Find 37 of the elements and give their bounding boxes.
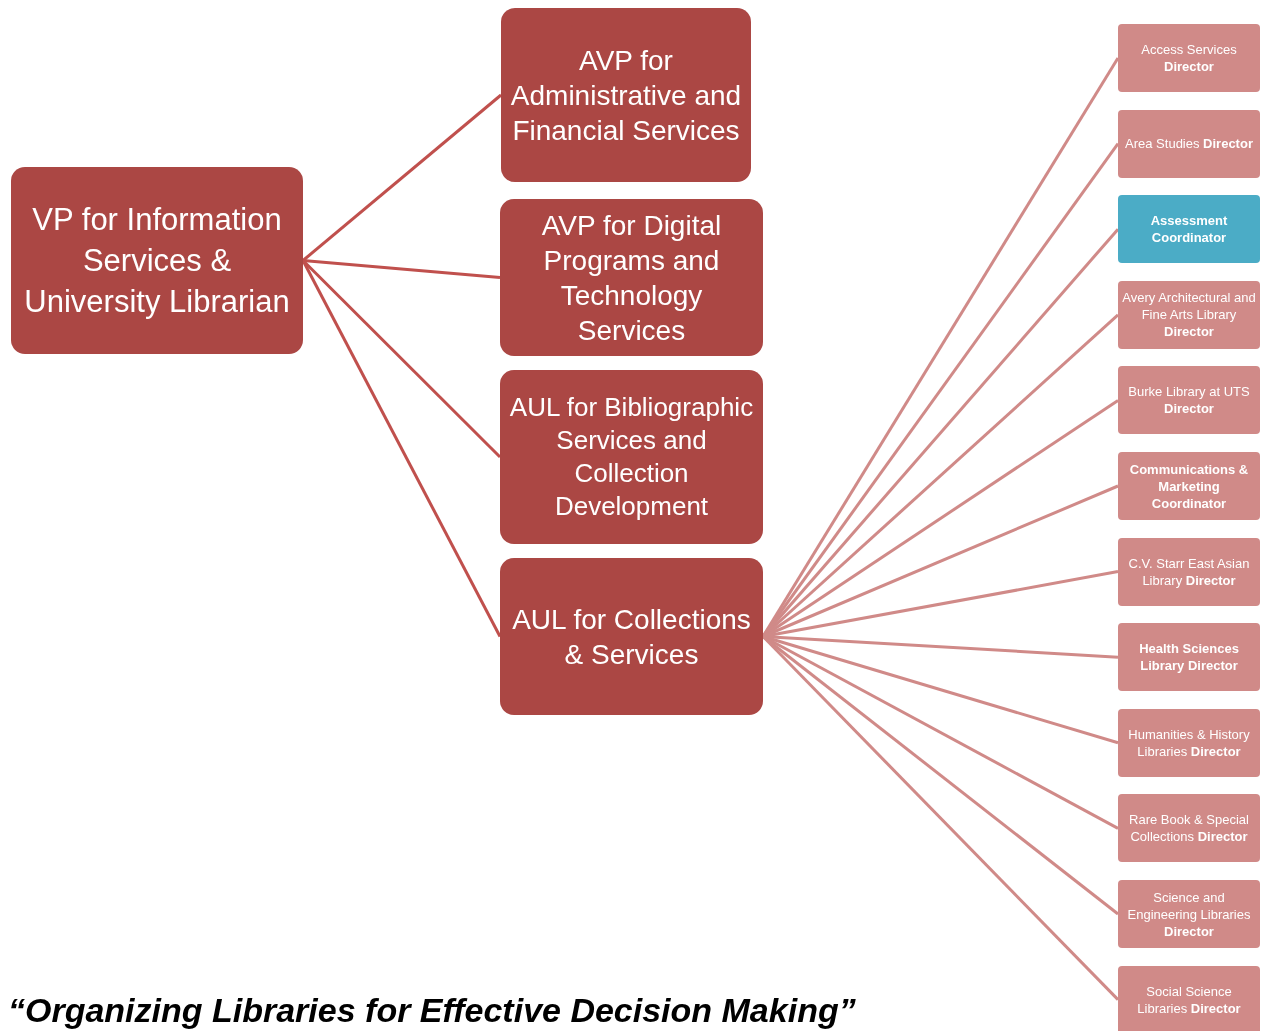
connector-line [302,93,502,262]
org-box [1118,280,1260,349]
role-title: Health Sciences Library Director [1138,640,1240,675]
role-title: Burke Library at UTS Director [1127,383,1251,418]
role-title: Assessment Coordinator [1149,212,1229,247]
role-title: Communications & Marketing Coordinator [1128,460,1250,512]
org-box [1118,708,1260,777]
org-box [1118,109,1260,178]
role-title: Social Science Libraries Director [1136,982,1242,1017]
org-box [1118,537,1260,606]
role-title: C.V. Starr East Asian Library Director [1127,554,1251,589]
org-box [1118,24,1260,92]
org-box [500,370,763,544]
role-title: AVP for Digital Programs and Technology Services [540,208,723,348]
org-box [1118,623,1260,692]
org-box [1118,965,1260,1031]
org-box [500,558,763,715]
role-title: AUL for Collections & Services [511,602,752,672]
org-box [1118,794,1260,863]
connector-line [302,259,501,279]
role-title: Access Services Director [1140,41,1238,75]
org-box [11,167,303,354]
role-title: AVP for Administrative and Financial Services [509,43,743,148]
role-title: Science and Engineering Libraries Director [1126,888,1252,940]
org-box [1118,195,1260,264]
org-box [1118,452,1260,520]
role-title: Avery Architectural and Fine Arts Library Director [1121,289,1257,341]
role-title: Rare Book & Special Collections Director [1128,811,1250,846]
org-box [1118,366,1260,435]
role-title: AUL for Bibliographic Services and Collection Development [508,391,755,523]
role-title: VP for Information Services & University Librarian [23,201,291,321]
role-title: Area Studies Director [1125,135,1253,153]
org-box [500,199,763,356]
role-title: Humanities & History Libraries Director [1127,725,1251,760]
org-box [1118,880,1260,948]
caption: “Organizing Libraries for Effective Decision Making” [8,990,856,1031]
org-box [501,8,751,182]
